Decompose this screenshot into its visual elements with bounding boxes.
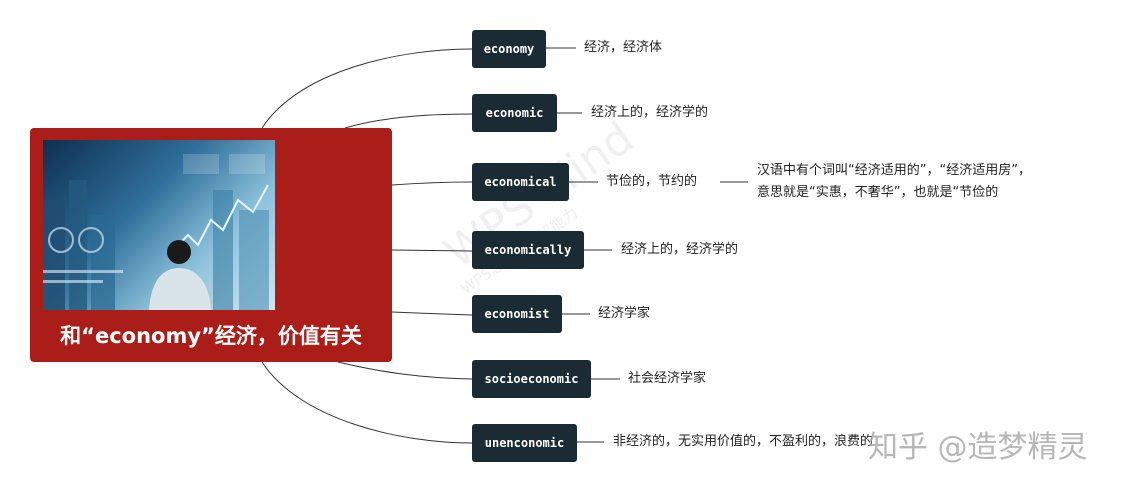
meaning-economic[interactable]: 经济上的，经济学的 [591, 105, 709, 120]
node-economy[interactable]: economy [472, 30, 546, 68]
note-line-1: 汉语中有个词叫“经济适用的”，“经济适用房”， [757, 163, 1031, 178]
meaning-unenconomic[interactable]: 非经济的，无实用价值的，不盈利的，浪费的 [613, 434, 874, 449]
node-unenconomic[interactable]: unenconomic [472, 424, 577, 462]
note-line-2: 意思就是“实惠，不奢华”，也就是“节俭的 [757, 185, 999, 200]
root-image [43, 140, 275, 310]
credit-watermark: 知乎 @造梦精灵 [868, 430, 1088, 465]
node-economist[interactable]: economist [472, 295, 562, 333]
node-economic[interactable]: economic [472, 94, 557, 132]
meaning-economist[interactable]: 经济学家 [598, 306, 651, 321]
meaning-socioeconomic[interactable]: 社会经济学家 [628, 371, 707, 386]
meaning-economy[interactable]: 经济，经济体 [584, 40, 663, 55]
node-economically[interactable]: economically [472, 231, 584, 269]
meaning-economical[interactable]: 节俭的，节约的 [606, 174, 698, 189]
root-node[interactable]: 和“economy”经济，价值有关 [30, 128, 392, 362]
meaning-economically[interactable]: 经济上的，经济学的 [621, 242, 739, 257]
node-socioeconomic[interactable]: socioeconomic [472, 360, 591, 398]
note-economical[interactable]: 汉语中有个词叫“经济适用的”，“经济适用房”， 意思就是“实惠，不奢华”，也就是… [757, 160, 1031, 204]
node-economical[interactable]: economical [472, 163, 569, 201]
root-title: 和“economy”经济，价值有关 [60, 324, 362, 348]
